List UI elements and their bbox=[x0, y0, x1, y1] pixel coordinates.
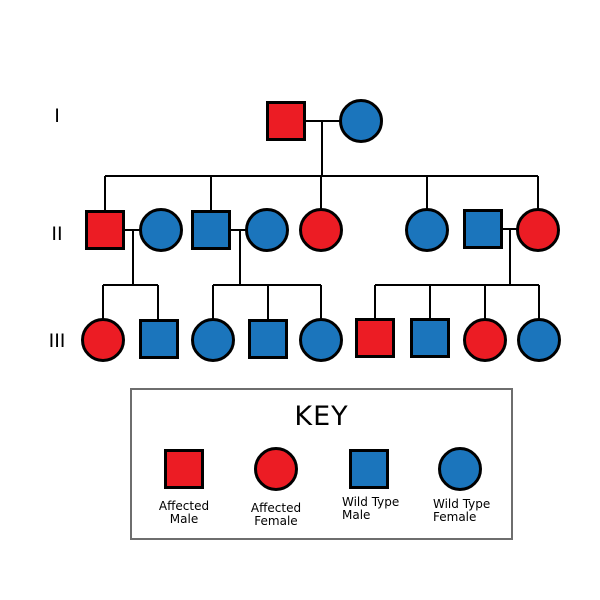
key-label-affected-male: Affected Male bbox=[139, 500, 229, 526]
individual-III-8 bbox=[463, 318, 507, 362]
generation-label-2: II bbox=[51, 223, 63, 245]
key-item-affected-female: Affected Female bbox=[231, 446, 321, 528]
key-item-wild-type-female: Wild Type Female bbox=[415, 446, 505, 524]
key-label-line: Male bbox=[342, 508, 371, 522]
individual-II-7 bbox=[463, 209, 503, 249]
individual-I-2 bbox=[339, 99, 383, 143]
individual-II-5 bbox=[299, 208, 343, 252]
individual-II-6 bbox=[405, 208, 449, 252]
individual-II-2 bbox=[139, 208, 183, 252]
key-item-affected-male: Affected Male bbox=[139, 446, 229, 526]
individual-II-8 bbox=[516, 208, 560, 252]
key-label-line: Male bbox=[169, 512, 199, 526]
individual-II-3 bbox=[191, 210, 231, 250]
affected-female-symbol bbox=[254, 447, 298, 491]
affected-male-symbol bbox=[164, 449, 204, 489]
individual-III-2 bbox=[139, 319, 179, 359]
key-label-wild-type-male: Wild Type Male bbox=[324, 496, 414, 522]
individual-III-1 bbox=[81, 318, 125, 362]
key-label-wild-type-female: Wild Type Female bbox=[415, 498, 505, 524]
wild-type-female-symbol bbox=[438, 447, 482, 491]
wild-type-male-symbol bbox=[349, 449, 389, 489]
key-label-line: Female bbox=[433, 510, 477, 524]
individual-I-1 bbox=[266, 101, 306, 141]
individual-II-4 bbox=[245, 208, 289, 252]
key-label-line: Affected bbox=[158, 499, 210, 513]
key-label-line: Affected bbox=[250, 501, 302, 515]
individual-III-9 bbox=[517, 318, 561, 362]
key-label-line: Wild Type bbox=[342, 495, 400, 509]
key-title: KEY bbox=[294, 401, 349, 432]
generation-label-3: III bbox=[48, 330, 66, 352]
key-label-line: Wild Type bbox=[433, 497, 491, 511]
key-label-line: Female bbox=[254, 514, 298, 528]
key-box: KEY Affected Male Affected Female Wild T… bbox=[130, 388, 513, 540]
individual-III-7 bbox=[410, 318, 450, 358]
key-label-affected-female: Affected Female bbox=[231, 502, 321, 528]
individual-III-5 bbox=[299, 318, 343, 362]
individual-III-6 bbox=[355, 318, 395, 358]
individual-III-4 bbox=[248, 319, 288, 359]
individual-II-1 bbox=[85, 210, 125, 250]
individual-III-3 bbox=[191, 318, 235, 362]
generation-label-1: I bbox=[54, 105, 60, 127]
key-item-wild-type-male: Wild Type Male bbox=[324, 446, 414, 522]
